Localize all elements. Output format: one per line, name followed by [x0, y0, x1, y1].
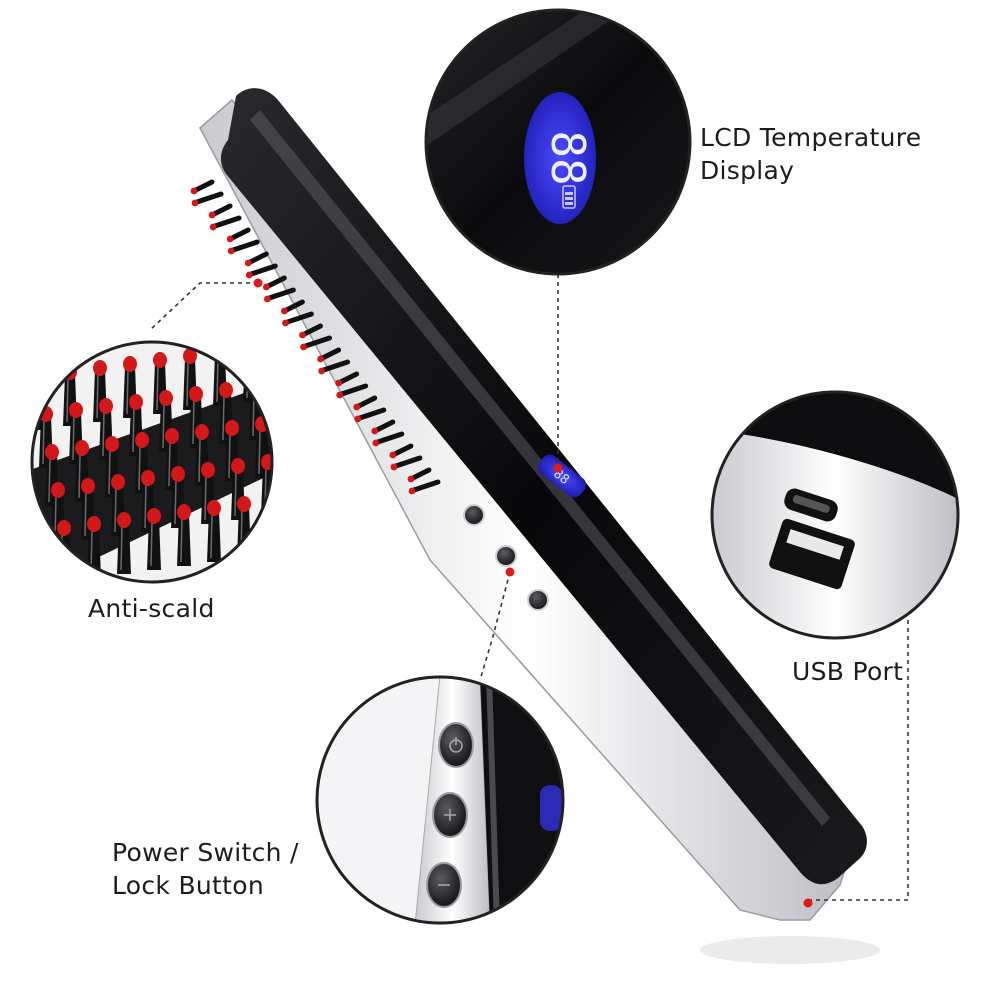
callout-dots: [253, 278, 813, 908]
plus-icon: [432, 792, 468, 838]
power-switch-lock-button-label: Power Switch / Lock Button: [112, 838, 299, 900]
power-switch-zoom-circle: [315, 675, 565, 925]
anti-scald-label: Anti-scald: [88, 594, 215, 623]
usb-a-port-icon: [769, 518, 855, 590]
lcd-temperature-display-label: LCD Temperature Display: [700, 123, 922, 185]
brush-bristles: [190, 179, 441, 495]
minus-icon: [426, 862, 462, 908]
usb-port-zoom-circle: [710, 390, 960, 640]
callout-lines: [149, 274, 909, 901]
lcd-digits: 88: [541, 130, 595, 185]
usb-port-label: USB Port: [792, 657, 904, 686]
brush-body: 88: [199, 88, 880, 964]
anti-scald-zoom-circle: [30, 340, 274, 584]
micro-usb-port-icon: [784, 488, 838, 522]
battery-icon: [562, 185, 576, 209]
lcd-zoom-circle: 88: [424, 8, 692, 276]
power-icon: [438, 722, 474, 768]
